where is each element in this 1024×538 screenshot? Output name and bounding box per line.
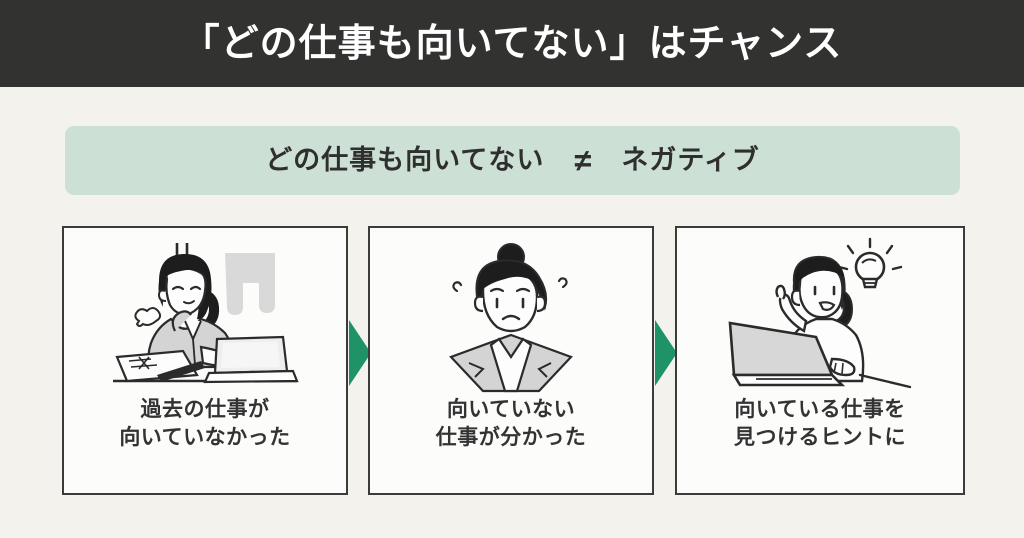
step-card-2-caption-line-1: 向いていない — [446, 398, 576, 421]
steps-row: 過去の仕事が 向いていなかった — [62, 226, 965, 495]
step-card-3-caption-line-1: 向いている仕事を — [734, 398, 906, 421]
step-arrow-2 — [655, 320, 677, 386]
step-card-3-caption: 向いている仕事を 見つけるヒントに — [734, 396, 906, 451]
step-card-3-caption-line-2: 見つけるヒントに — [734, 425, 906, 449]
step-card-1-caption: 過去の仕事が 向いていなかった — [119, 396, 290, 451]
worried-woman-portrait-icon — [370, 228, 652, 396]
header-bar: 「どの仕事も向いてない」はチャンス — [0, 0, 1024, 87]
step-card-3: 向いている仕事を 見つけるヒントに — [675, 226, 965, 495]
step-card-2-caption-line-2: 仕事が分かった — [435, 425, 587, 449]
step-card-1: 過去の仕事が 向いていなかった — [62, 226, 348, 495]
not-equal-icon: ≠ — [574, 143, 592, 178]
step-card-2-caption: 向いていない 仕事が分かった — [436, 396, 587, 451]
step-card-1-caption-line-2: 向いていなかった — [119, 425, 291, 449]
comparison-banner-content: どの仕事も向いてない ≠ ネガティブ — [265, 145, 760, 176]
step-arrow-1 — [349, 320, 371, 386]
page-title: 「どの仕事も向いてない」はチャンス — [181, 22, 843, 65]
tired-woman-at-desk-with-laptop-icon — [64, 228, 346, 396]
banner-left-text: どの仕事も向いてない — [265, 145, 545, 175]
step-card-1-caption-line-1: 過去の仕事が — [140, 398, 270, 421]
woman-with-idea-lightbulb-at-laptop-icon — [677, 228, 963, 396]
comparison-banner: どの仕事も向いてない ≠ ネガティブ — [65, 126, 960, 195]
banner-right-text: ネガティブ — [621, 145, 760, 175]
step-card-2: 向いていない 仕事が分かった — [368, 226, 654, 495]
